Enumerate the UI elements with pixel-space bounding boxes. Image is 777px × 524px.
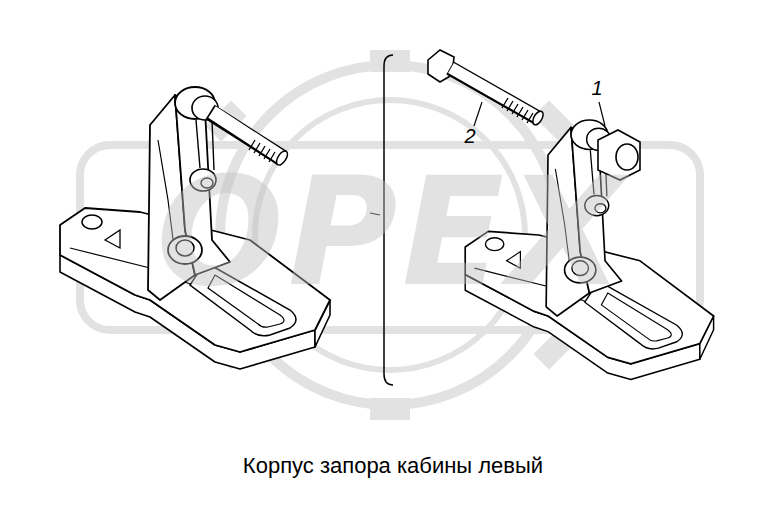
bracket-tick — [370, 213, 380, 215]
caption: Корпус запора кабины левый — [243, 454, 543, 478]
boss — [598, 130, 640, 180]
leader-line — [474, 102, 482, 126]
leader-line — [599, 102, 605, 126]
lock-housing — [465, 120, 713, 379]
bolt — [428, 50, 545, 126]
bolt — [210, 112, 290, 167]
group-bracket — [384, 55, 393, 385]
lock-housing — [60, 87, 330, 369]
callout-number: 2 — [462, 126, 477, 146]
watermark: OPEX — [156, 157, 628, 307]
boss-end — [616, 144, 638, 170]
callout-number: 1 — [589, 78, 604, 98]
